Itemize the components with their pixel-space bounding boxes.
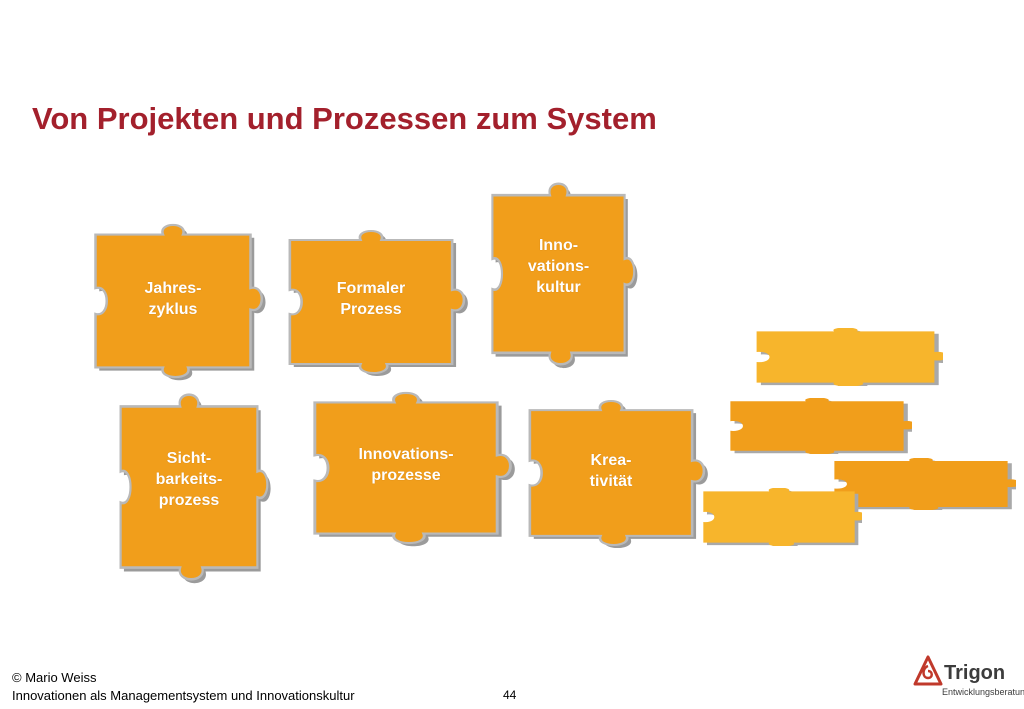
label-line: prozess <box>158 492 220 509</box>
label-line: zyklus <box>148 301 198 318</box>
trigon-logo: Trigon Entwicklungsberatung <box>912 650 1024 700</box>
piece-label: Krea- tivität <box>522 450 700 492</box>
label-line: Jahres- <box>144 280 202 297</box>
footer-subject: Innovationen als Managementsystem und In… <box>12 688 355 703</box>
puzzle-piece-formaler-prozess: Formaler Prozess <box>282 229 468 376</box>
piece-label: Sicht- barkeits- prozess <box>114 448 264 511</box>
page-number: 44 <box>503 688 517 702</box>
puzzle-piece-innovationsprozesse: Innovations- prozesse <box>306 391 515 547</box>
scattered-puzzle-piece <box>756 328 943 386</box>
label-line: barkeits- <box>155 471 223 488</box>
label-line: Sicht- <box>166 450 212 467</box>
piece-label: Formaler Prozess <box>282 278 460 320</box>
scattered-puzzle-piece <box>730 398 912 454</box>
footer-author: © Mario Weiss <box>12 670 97 685</box>
logo-tagline: Entwicklungsberatung <box>942 687 1024 697</box>
label-line: kultur <box>536 279 581 296</box>
piece-label: Inno- vations- kultur <box>486 235 631 298</box>
label-line: tivität <box>589 473 633 490</box>
label-line: Formaler <box>336 280 406 297</box>
label-line: vations- <box>527 258 590 275</box>
label-line: Inno- <box>538 237 579 254</box>
scattered-puzzle-piece <box>703 488 862 546</box>
puzzle-piece-kreativitaet: Krea- tivität <box>522 399 708 549</box>
label-line: Prozess <box>340 301 402 318</box>
logo-name: Trigon <box>944 662 1006 684</box>
puzzle-piece-jahreszyklus: Jahres- zyklus <box>88 223 266 381</box>
piece-label: Jahres- zyklus <box>88 278 258 320</box>
label-line: Innovations- <box>358 446 454 463</box>
puzzle-piece-innovationskultur: Inno- vations- kultur <box>486 182 638 369</box>
piece-label: Innovations- prozesse <box>306 444 506 486</box>
label-line: Krea- <box>590 452 632 469</box>
puzzle-piece-sichtbarkeitsprozess: Sicht- barkeits- prozess <box>114 393 271 584</box>
logo-mark-icon <box>913 655 943 686</box>
slide-title: Von Projekten und Prozessen zum System <box>32 101 657 136</box>
label-line: prozesse <box>371 467 441 484</box>
